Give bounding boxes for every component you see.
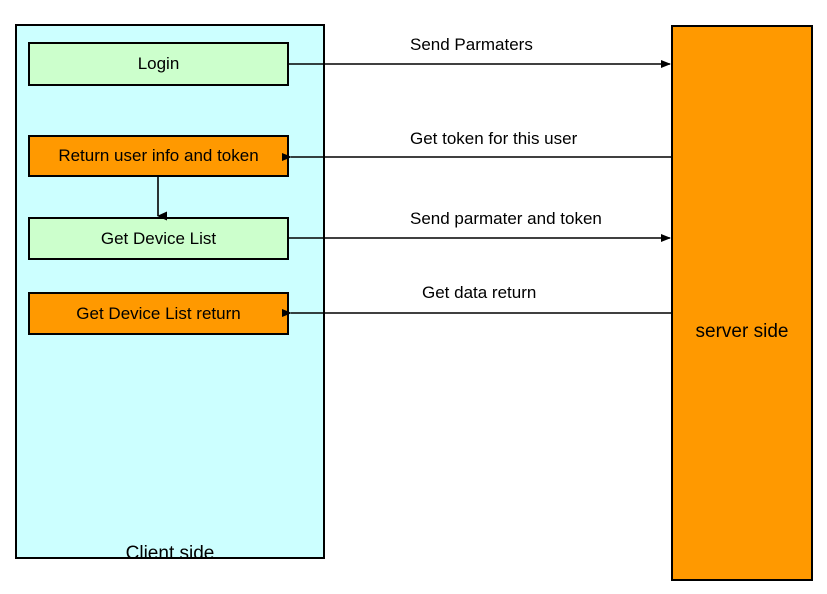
message-label-get-data-return: Get data return xyxy=(422,283,537,302)
step-box-get-device-list-label: Get Device List xyxy=(100,228,217,248)
step-box-get-device-list-return-label: Get Device List return xyxy=(76,303,241,323)
step-box-login[interactable]: Login xyxy=(28,42,289,86)
step-box-get-device-list[interactable]: Get Device List xyxy=(28,217,289,260)
step-box-get-device-list-return[interactable]: Get Device List return xyxy=(28,292,289,335)
step-box-return-user-info-and-token-label: Return user info and token xyxy=(58,146,259,165)
step-box-return-user-info-and-token[interactable]: Return user info and token xyxy=(28,135,289,177)
message-label-send-parmaters: Send Parmaters xyxy=(410,35,533,54)
server-side-zone-label: server side xyxy=(695,321,789,342)
client-side-zone: Client side xyxy=(15,24,325,563)
message-label-send-parmater-and-token: Send parmater and token xyxy=(410,209,602,228)
step-box-login-label: Login xyxy=(137,54,180,73)
client-side-zone-label: Client side xyxy=(125,543,215,564)
server-side-zone: server side xyxy=(671,25,813,581)
message-label-get-token-for-this-user: Get token for this user xyxy=(410,129,578,148)
